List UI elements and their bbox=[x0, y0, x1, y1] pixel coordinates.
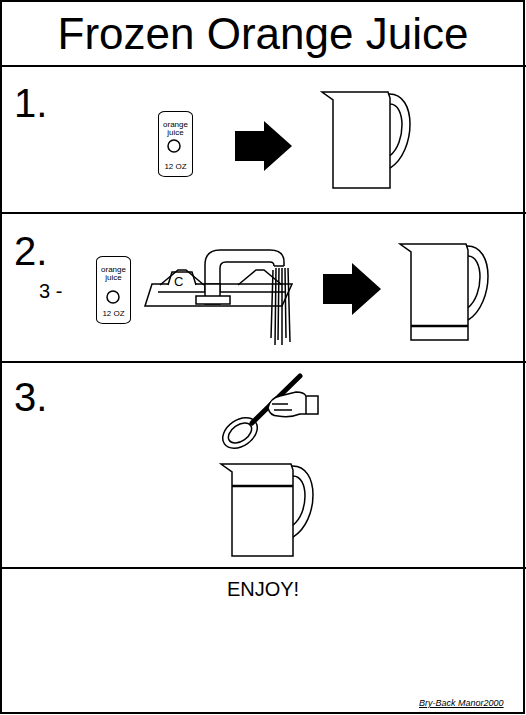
can-circle bbox=[168, 140, 180, 152]
step-panel: 1. orange juice 12 OZ bbox=[0, 65, 526, 213]
hand-with-spoon bbox=[217, 376, 318, 455]
cold-tap-mark: C bbox=[174, 275, 183, 288]
quantity: 3 - bbox=[39, 281, 62, 301]
step-panel: 2. orange juice 12 OZ bbox=[0, 212, 526, 362]
juice-can: orange juice 12 OZ bbox=[158, 111, 193, 177]
juice-can: orange juice 12 OZ bbox=[96, 256, 131, 324]
step-number: 3. bbox=[14, 377, 47, 417]
liquid-level bbox=[232, 485, 293, 488]
pitcher-handle bbox=[291, 466, 313, 537]
can-label: orange juice bbox=[159, 121, 192, 136]
pitchers bbox=[221, 92, 488, 556]
liquid-level bbox=[411, 325, 468, 328]
can-size: 12 OZ bbox=[159, 163, 192, 171]
can-size: 12 OZ bbox=[97, 310, 130, 318]
pitcher bbox=[322, 92, 390, 188]
pitcher-handle bbox=[466, 246, 488, 320]
closing-panel: ENJOY! bbox=[0, 567, 526, 715]
closing-text: ENJOY! bbox=[0, 579, 526, 599]
arrows bbox=[235, 121, 381, 315]
pitcher bbox=[400, 244, 468, 340]
step-panel: 3. bbox=[0, 361, 526, 568]
title: Frozen Orange Juice bbox=[0, 12, 526, 56]
can-circle bbox=[107, 291, 119, 303]
step-number: 1. bbox=[14, 83, 47, 123]
block-arrow bbox=[323, 263, 381, 315]
faucet bbox=[145, 250, 292, 345]
block-arrow bbox=[235, 121, 292, 171]
pitcher bbox=[221, 464, 293, 556]
can-label: orange juice bbox=[97, 266, 130, 281]
pitcher-handle bbox=[388, 94, 410, 168]
watermark: Bry-Back Manor2000 bbox=[419, 699, 504, 708]
step-number: 2. bbox=[14, 231, 47, 271]
